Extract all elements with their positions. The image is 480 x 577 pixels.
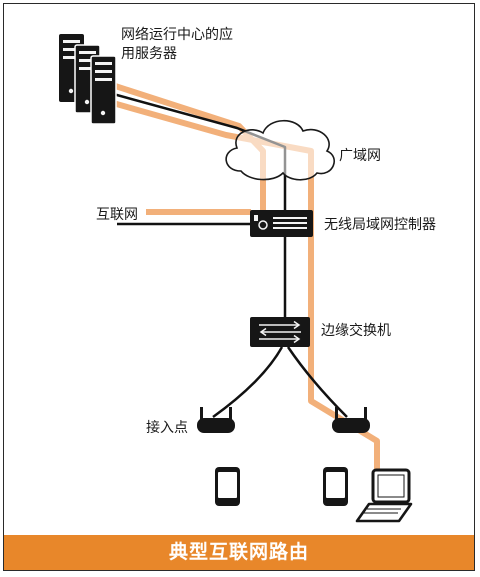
label-servers-line1: 网络运行中心的应 xyxy=(121,26,233,43)
wlan-controller-icon xyxy=(250,210,313,237)
phone-icon xyxy=(215,467,240,506)
laptop-icon xyxy=(355,468,413,523)
network-diagram: 网络运行中心的应 用服务器 广域网 互联网 无线局域网控制器 xyxy=(59,26,436,523)
wired-path-switch-to-left-ap xyxy=(212,346,284,419)
server-rack-icon xyxy=(59,34,117,125)
cloud-icon xyxy=(225,119,335,181)
label-edge-switch: 边缘交换机 xyxy=(321,322,391,339)
access-point-icon xyxy=(332,407,370,433)
wired-path-switch-to-right-ap xyxy=(286,346,348,418)
access-point-icon xyxy=(197,407,235,433)
diagram-caption: 典型互联网路由 xyxy=(4,535,474,570)
label-wlan-controller: 无线局域网控制器 xyxy=(324,217,436,233)
orange-path-servers-to-laptop xyxy=(105,98,380,471)
diagram-frame: 网络运行中心的应 用服务器 广域网 互联网 无线局域网控制器 xyxy=(3,3,475,571)
label-servers-line2: 用服务器 xyxy=(121,46,177,62)
label-wan: 广域网 xyxy=(339,148,381,164)
label-internet: 互联网 xyxy=(96,207,138,223)
label-access-point: 接入点 xyxy=(146,419,188,436)
switch-icon xyxy=(250,317,310,347)
phone-icon xyxy=(323,467,348,506)
server-unit-front xyxy=(90,55,117,125)
